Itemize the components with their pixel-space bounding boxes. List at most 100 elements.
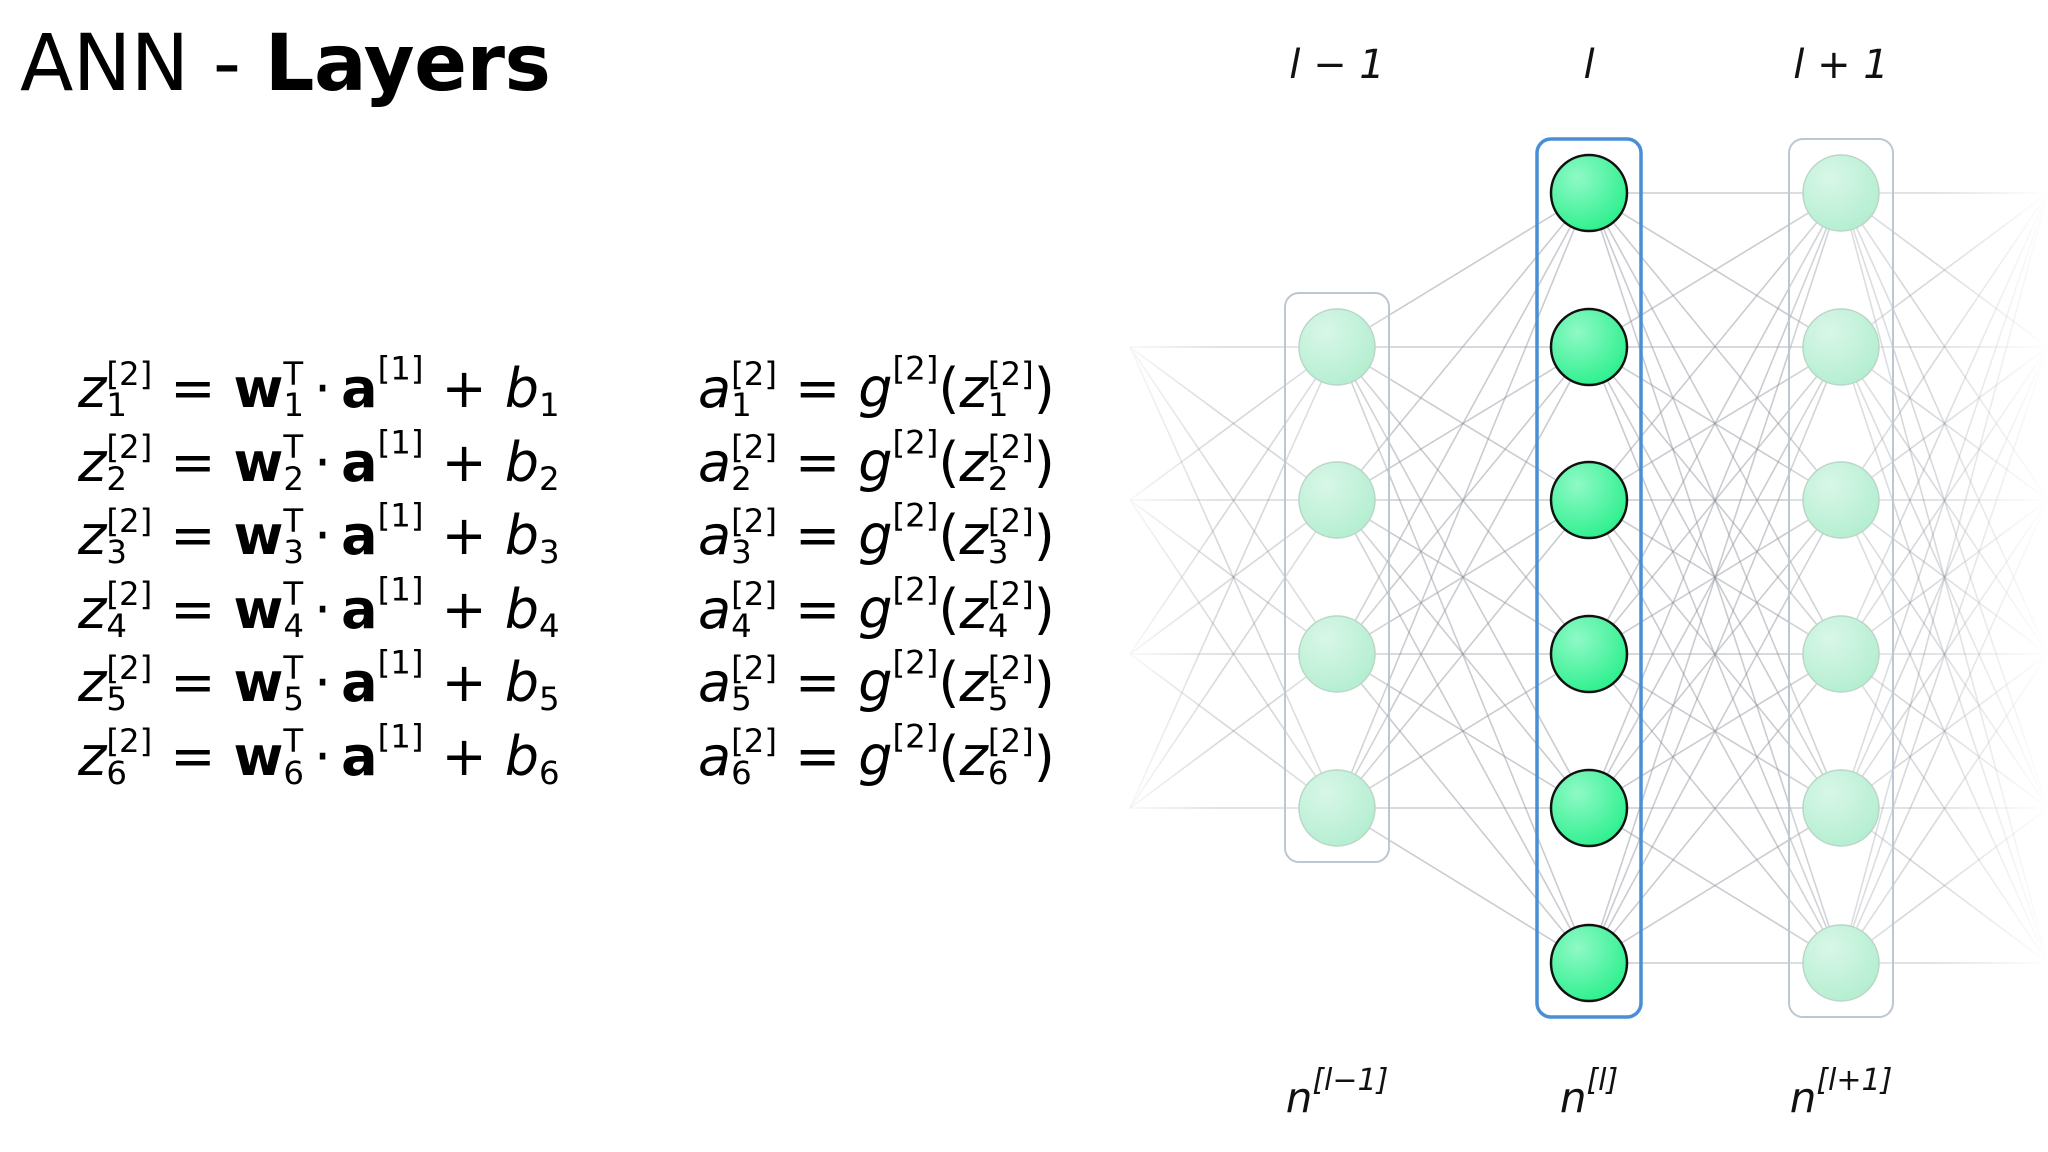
z-argument: z [959, 651, 988, 714]
w-indices-sup: T [283, 428, 304, 467]
neuron-current [1549, 460, 1629, 540]
title-regular: ANN - [20, 19, 265, 109]
z-arg-indices: [2]6 [987, 722, 1034, 790]
open-paren: ( [938, 724, 960, 788]
a-vector: a [341, 577, 378, 641]
equals-sign: = [170, 577, 216, 641]
equals-sign: = [794, 724, 841, 788]
connection-current-next [1588, 807, 1842, 964]
z-arg-indices-sup: [2] [987, 722, 1034, 761]
bias-index: 1 [539, 359, 560, 423]
z-variable: z [78, 724, 107, 788]
z-argument: z [959, 357, 988, 420]
connection-prev-current [1336, 499, 1590, 655]
z-argument: z [959, 577, 988, 641]
connection-prev-current [1336, 346, 1590, 501]
neuron-next [1802, 154, 1880, 232]
layer-box-prev [1284, 292, 1390, 863]
z-arg-indices-sub: 2 [987, 459, 1009, 498]
a-indices-sub: 5 [731, 680, 752, 719]
open-paren: ( [938, 357, 960, 420]
z-variable: z [78, 357, 107, 420]
equals-sign: = [170, 651, 216, 714]
a-indices-sub: 3 [731, 533, 752, 572]
z-argument: z [959, 724, 988, 788]
g-function: g [858, 357, 893, 420]
neuron-next [1802, 308, 1880, 386]
a-indices-sup: [2] [731, 428, 777, 467]
z-indices-sup: [2] [106, 722, 153, 761]
w-indices-sup: T [283, 648, 304, 687]
layer-boxes [1284, 137, 1894, 1019]
bias-index: 2 [539, 432, 560, 496]
connection-prev-current [1336, 192, 1590, 809]
w-vector: w [233, 651, 284, 714]
g-superscript: [2] [892, 643, 939, 682]
bias-variable: b [504, 651, 540, 714]
z-indices-sup: [2] [106, 501, 153, 540]
a-equations: a[2]1=g[2](z[2]1)a[2]2=g[2](z[2]2)a[2]3=… [698, 352, 1055, 793]
connection-prev-current [1336, 346, 1590, 809]
bias-index-sub: 4 [539, 606, 560, 645]
a-indices: [2]2 [731, 428, 777, 496]
g-superscript: [2] [892, 496, 939, 535]
layer-box-next [1788, 138, 1894, 1018]
layer-size-sup: [l] [1586, 1063, 1618, 1098]
z-arg-indices-sub: 3 [987, 533, 1009, 572]
a-superscript: [1] [377, 569, 424, 608]
w-vector: w [233, 430, 284, 494]
neuron-current [1549, 768, 1629, 848]
connection-prev-current [1336, 653, 1590, 809]
bias-index-sub: 6 [539, 753, 560, 792]
g-function: g [858, 724, 893, 788]
g-superscript: [2] [892, 569, 939, 608]
open-paren: ( [938, 577, 960, 641]
a-indices: [2]6 [731, 725, 777, 790]
open-paren: ( [938, 651, 960, 714]
w-vector: w [233, 504, 284, 567]
connection-current-next [1588, 653, 1842, 964]
equals-sign: = [794, 577, 841, 641]
bias-index-sub: 1 [539, 386, 560, 425]
z-arg-indices: [2]5 [988, 652, 1034, 717]
z-variable: z [78, 651, 107, 714]
z-indices-sub: 5 [106, 680, 127, 719]
layer-size-base: n [1286, 1073, 1313, 1122]
bias-index: 5 [539, 653, 560, 717]
z-indices-sub: 4 [106, 606, 127, 645]
dot-operator: · [314, 430, 332, 494]
layer-size-sup: [l+1] [1816, 1063, 1892, 1098]
z-arg-indices-sub: 4 [987, 606, 1009, 645]
a-variable: a [698, 430, 732, 494]
w-indices-sub: 2 [283, 459, 304, 498]
close-paren: ) [1033, 504, 1055, 567]
a-indices-sub: 4 [731, 606, 752, 645]
connection-prev-current [1336, 346, 1590, 655]
layer-label-current: l [1583, 42, 1594, 88]
connection-prev-current [1336, 346, 1590, 655]
connection-current-next [1588, 346, 1842, 809]
a-indices: [2]1 [731, 358, 777, 423]
z-indices-sup: [2] [106, 575, 153, 614]
z-indices-sub: 3 [106, 533, 127, 572]
connection-current-next [1588, 346, 1842, 964]
w-indices-sub: 1 [283, 386, 304, 425]
bias-variable: b [504, 430, 540, 494]
layer-size-base: n [1560, 1073, 1587, 1122]
z-indices-sup: [2] [106, 428, 153, 467]
plus-sign: + [441, 577, 487, 641]
z-indices-sub: 1 [106, 386, 127, 425]
bias-index: 6 [539, 726, 560, 790]
close-paren: ) [1033, 651, 1055, 714]
g-function: g [858, 504, 893, 567]
a-equation-line: a[2]1=g[2](z[2]1) [698, 352, 1055, 426]
w-vector: w [233, 724, 284, 788]
neuron-prev [1298, 461, 1376, 539]
